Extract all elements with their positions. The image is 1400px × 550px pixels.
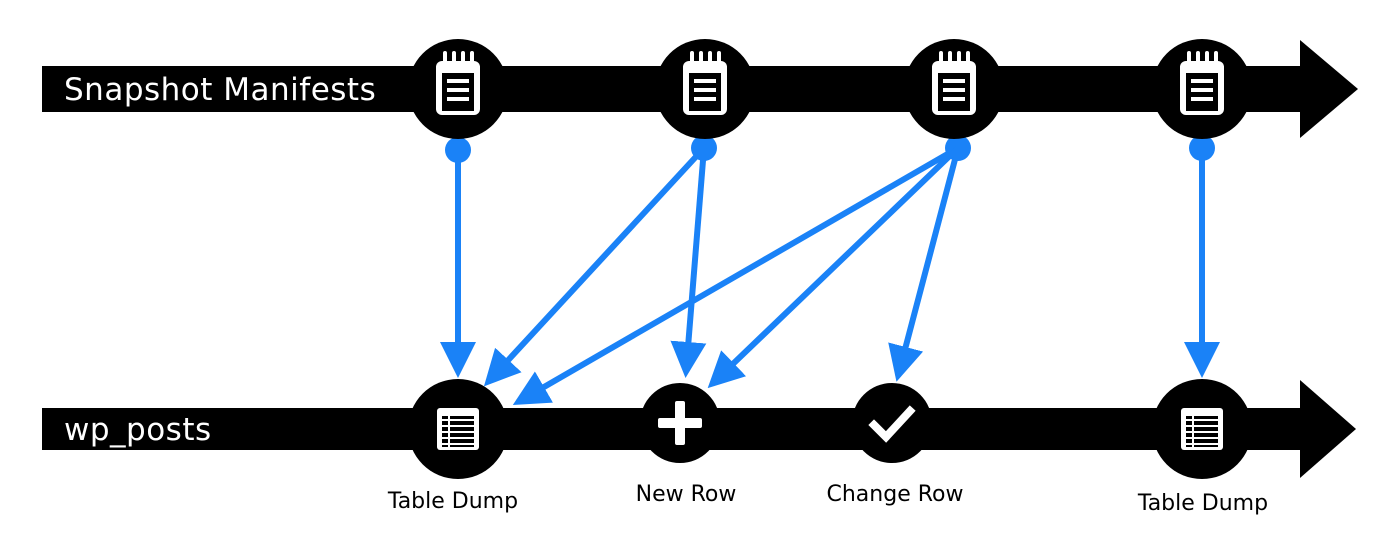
check-icon (868, 405, 916, 443)
manifest-node (408, 39, 508, 139)
link-arrow (670, 147, 707, 378)
event-node-label: Change Row (827, 482, 964, 507)
notepad-icon (683, 51, 727, 115)
link-origin-dot (1189, 135, 1215, 161)
link-arrow (512, 145, 960, 405)
event-node-label: Table Dump (387, 489, 518, 514)
manifest-node (655, 39, 755, 139)
notepad-icon (436, 51, 480, 115)
manifests-track-arrowhead (1300, 40, 1358, 138)
table-icon (1181, 408, 1223, 450)
event-node-table-dump: Table Dump (387, 379, 518, 514)
event-node-circle (852, 383, 932, 463)
links-layer (440, 135, 1220, 405)
event-node-label: Table Dump (1137, 491, 1268, 516)
link-origin-dot (445, 137, 471, 163)
posts-track-label: wp_posts (64, 412, 212, 448)
link-arrow (888, 147, 961, 382)
manifest-node (1152, 39, 1252, 139)
event-node-change-row: Change Row (827, 383, 964, 507)
manifest-node (904, 39, 1004, 139)
table-icon (437, 408, 479, 450)
plus-icon (658, 401, 702, 445)
notepad-icon (932, 51, 976, 115)
event-node-table-dump: Table Dump (1137, 379, 1268, 516)
event-node-new-row: New Row (636, 383, 737, 507)
posts-track-arrowhead (1300, 380, 1356, 478)
manifests-track-label: Snapshot Manifests (64, 72, 376, 108)
notepad-icon (1180, 51, 1224, 115)
event-node-label: New Row (636, 482, 737, 507)
link-arrow (707, 145, 961, 389)
link-arrow (483, 145, 707, 387)
